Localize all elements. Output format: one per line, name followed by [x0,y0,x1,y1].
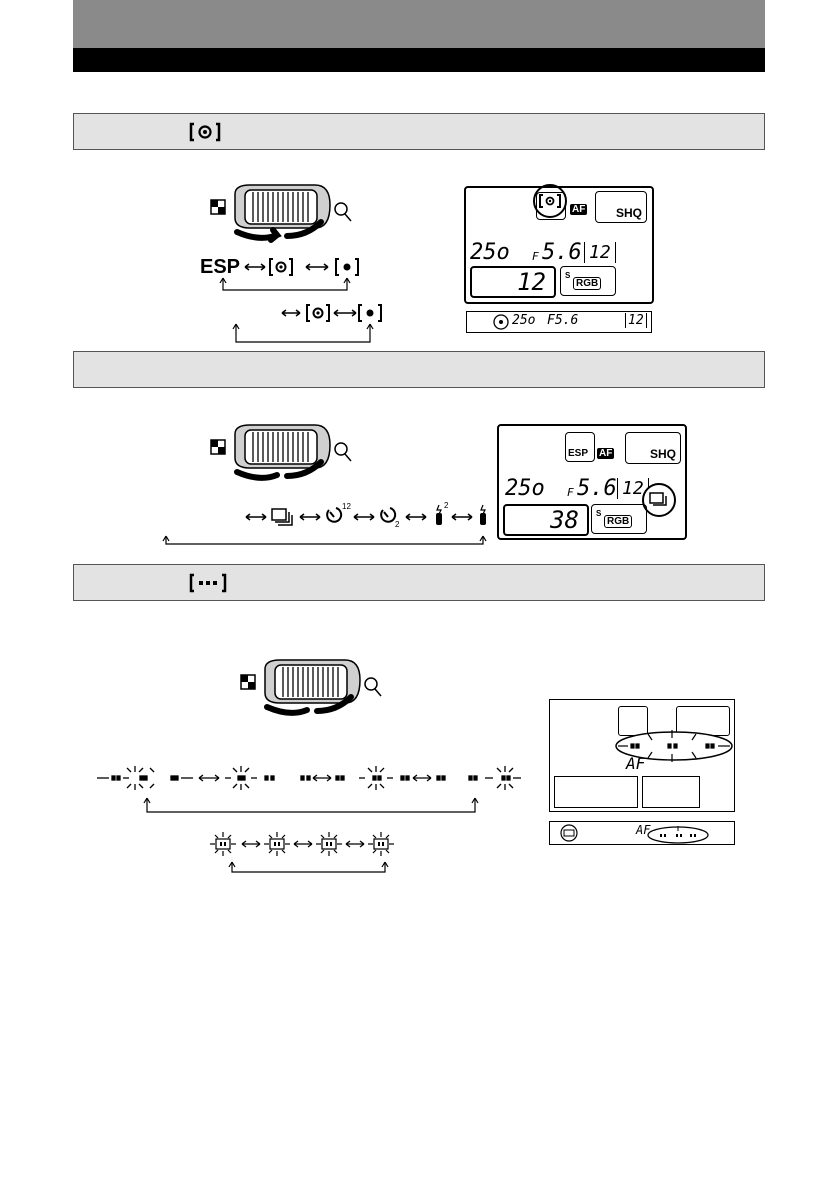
control-dial-illustration [210,184,352,243]
viewfinder-strip-af-area: AF [549,821,735,845]
sequential-icon [642,483,676,517]
header-rule [73,48,765,72]
quality-label: SHQ [649,447,676,461]
vf-frames: 12 [625,313,647,328]
remote-superscript: 2 [444,501,449,510]
self-timer-icon [326,507,343,523]
af-badge: AF [597,448,615,459]
magnify-icon [334,202,348,216]
quality-label: SHQ [615,206,642,220]
lcd-shutter: 25o [505,476,545,501]
section-bar-metering [73,113,765,150]
spot-metering-icon [189,122,221,142]
viewfinder-strip-metering: 25o F5.6 12 [466,311,652,333]
af-area-icon [189,573,227,593]
lcd-aperture: 5.6 [542,240,582,265]
lcd-af-label: AF [626,754,646,773]
control-dial-illustration [210,424,352,481]
lcd-big-number: 12 [517,268,546,296]
control-dial-illustration [240,659,382,716]
lcd-aperture: 5.6 [577,476,617,501]
esp-label: ESP [568,448,589,459]
metering-mode-esp: ESP [200,256,241,278]
rgb-badge: RGB [573,277,602,290]
af-target-cycle-diagram [97,766,521,813]
drive-cycle-diagram: 12 2 2 [162,501,487,545]
section-bar-af-area [73,564,765,601]
lcd-big-number: 38 [550,506,579,534]
self-timer-icon [380,507,397,523]
lcd-panel-drive: ESP AF SHQ 25o F 5.6 12 38 S RGB [497,424,687,540]
lcd-shutter: 25o [470,240,510,265]
viewfinder-af-cycle-diagram [210,832,394,873]
vf-aperture: F5.6 [547,313,579,328]
af-area-icon [560,824,578,842]
af-badge: AF [570,204,588,215]
spot-metering-icon [533,184,567,218]
vf-af-label: AF [636,823,651,837]
section-bar-drive [73,351,765,388]
remote-icon [480,504,486,525]
lcd-f-prefix: F [532,250,539,263]
spot-metering-icon [493,314,509,330]
self-timer-subscript: 2 [395,520,400,529]
lcd-frames: 12 [584,242,616,263]
self-timer-superscript: 12 [342,502,351,511]
af-target-highlight [615,730,733,762]
sequential-icon [271,508,293,526]
af-target-highlight [647,826,709,844]
lcd-panel-metering: AF SHQ 25o F 5.6 12 12 S RGB [464,184,654,304]
lcd-panel-af-area: AF [549,699,735,812]
vf-shutter: 25o [512,313,536,328]
rgb-badge: RGB [604,515,633,528]
remote-icon [436,504,442,525]
metering-cycle-diagram [219,258,382,343]
header-band [73,0,765,48]
